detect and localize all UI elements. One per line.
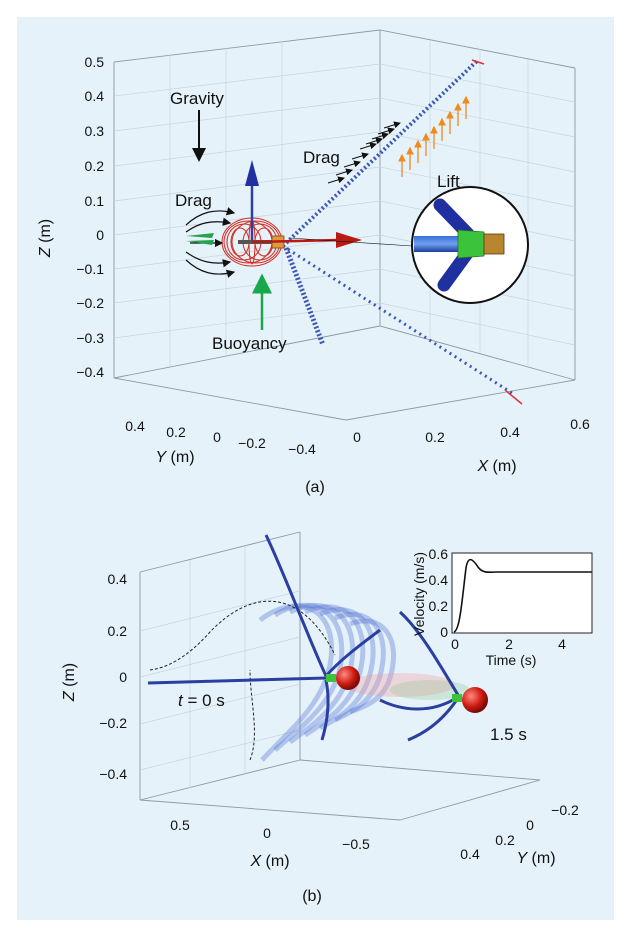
tick-label: 0 [263,825,271,841]
tick-label: 2 [505,636,513,652]
panel-a-frame-arrows [245,160,362,248]
arrow-head-blue [245,160,259,186]
panel-a-x-axis-label: X (m) [476,458,516,475]
lift-arrows [398,95,470,177]
panel-a-z-axis-label: Z (m) [37,219,54,258]
tick-label: 0.4 [500,424,520,440]
inset-y-label: Velocity (m/s) [411,552,427,636]
gravity-label: Gravity [170,89,224,108]
panel-a-fin-rays [281,58,523,405]
tick-label: 0.2 [495,832,515,848]
tick-label: 0 [96,227,104,243]
tick-label: 0.3 [85,123,105,139]
panel-a-plot: 0.5 0.4 0.3 0.2 0.1 0 −0.1 −0.2 −0.3 −0.… [37,29,590,496]
panel-b-caption: (b) [302,888,322,905]
tick-label: 0 [526,817,534,833]
tick-label: 0.6 [429,546,449,562]
panel-b-body-trail [345,673,470,700]
inset-pointer [289,237,413,247]
tick-label: 0.4 [125,418,145,434]
panel-a-z-ticks: 0.5 0.4 0.3 0.2 0.1 0 −0.1 −0.2 −0.3 −0.… [76,54,104,380]
tick-label: 0.1 [85,193,105,209]
joint-start [326,674,336,682]
t0-label: t = 0 s [178,691,225,710]
tick-label: 0 [440,624,448,640]
tick-label: 0.4 [108,571,128,587]
tick-label: 0.6 [570,416,590,432]
tick-label: −0.5 [342,836,370,852]
panel-b-fin-sweep-trails [258,602,396,762]
tick-label: 0.4 [460,846,480,862]
joint-end [452,694,462,702]
tick-label: 0.2 [85,158,105,174]
tick-label: 0.2 [429,598,449,614]
panel-b-fins [147,534,460,742]
panel-b-y-axis-label: Y (m) [516,850,555,867]
t-end-label: 1.5 s [490,725,527,744]
panel-b-x-ticks: 0.5 0 −0.5 [170,817,370,852]
drag-body-green-fans [186,233,214,245]
tick-label: 0.2 [425,429,445,445]
inset-x-ticks: 0 2 4 [451,636,566,652]
tick-label: 0.2 [166,424,186,440]
tick-label: 0 [213,429,221,445]
panel-a-y-ticks: 0.4 0.2 0 −0.2 −0.4 [125,418,316,457]
tick-label: 0.2 [108,623,128,639]
inset-y-ticks: 0.6 0.4 0.2 0 [429,546,449,640]
tick-label: 0 [451,636,459,652]
tick-label: 0 [119,669,127,685]
tick-label: −0.2 [76,295,104,311]
panel-a-x-ticks: 0 0.2 0.4 0.6 [353,416,590,445]
drag-fin-label: Drag [303,148,340,167]
panel-a-joint-zoom-inset [411,186,529,304]
arrow-head-red [336,232,362,248]
drag-fin-arrows [327,121,401,184]
tick-label: 4 [558,636,566,652]
lift-label: Lift [437,172,460,191]
panel-b-x-axis-label: X (m) [249,853,289,870]
tick-label: 0.5 [85,54,105,70]
tick-label: −0.2 [99,715,127,731]
tick-label: 0.4 [429,572,449,588]
panel-b-axes-box [139,531,541,821]
body-start-ball [336,666,360,690]
tick-label: −0.4 [99,766,127,782]
tick-label: 0 [353,429,361,445]
panel-a-axes-box [113,29,576,421]
drag-body-label: Drag [175,191,212,210]
inset-velocity-curve [453,558,592,633]
panel-b-velocity-inset: 0.6 0.4 0.2 0 0 2 4 Time (s) Velocity (m… [411,546,593,668]
panel-b-plot: 0.4 0.2 0 −0.2 −0.4 Z (m) 0.5 0 −0.5 X (… [61,531,593,905]
inset-x-label: Time (s) [486,652,537,668]
panel-b-z-ticks: 0.4 0.2 0 −0.2 −0.4 [99,571,127,782]
tick-label: −0.4 [76,364,104,380]
tick-label: −0.4 [288,441,316,457]
tick-label: −0.2 [238,435,266,451]
tick-label: 0.5 [170,817,190,833]
tick-label: −0.3 [76,330,104,346]
tick-label: 0.4 [85,88,105,104]
panel-a-y-axis-label: Y (m) [155,449,194,466]
buoyancy-label: Buoyancy [212,334,287,353]
panel-b-z-axis-label: Z (m) [61,663,78,702]
panel-b-y-ticks: −0.2 0 0.2 0.4 [460,802,579,862]
tick-label: −0.2 [551,802,579,818]
tick-label: −0.1 [76,261,104,277]
figure-panel [17,17,614,920]
body-end-ball [462,687,488,713]
panel-a-caption: (a) [305,479,325,496]
inset-frame [451,552,593,634]
